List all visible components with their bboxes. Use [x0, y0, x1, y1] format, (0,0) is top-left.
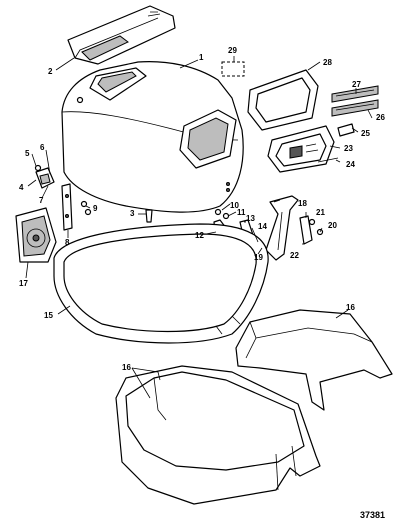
callout-29: 29: [228, 46, 237, 55]
callout-18: 18: [298, 199, 307, 208]
callout-28: 28: [323, 58, 332, 67]
callout-17: 17: [19, 279, 28, 288]
callout-25: 25: [361, 129, 370, 138]
callout-14: 14: [258, 222, 267, 231]
latch-housing-part: [267, 125, 335, 173]
callout-22: 22: [290, 251, 299, 260]
lower-cowl-upper-part: [235, 309, 393, 411]
lower-cowl-pan-part: [115, 365, 321, 505]
callout-23: 23: [344, 144, 353, 153]
callout-16-lower: 16: [122, 363, 131, 372]
leader-lines: [25, 56, 373, 399]
seal-part: [53, 223, 269, 344]
callout-15: 15: [44, 311, 53, 320]
cover-plate-part: [15, 207, 57, 263]
callout-5: 5: [25, 149, 30, 158]
callout-27: 27: [352, 80, 361, 89]
callout-12: 12: [195, 231, 204, 240]
callout-21: 21: [316, 208, 325, 217]
callout-1: 1: [199, 53, 204, 62]
pin-part: [317, 157, 339, 163]
plug-part: [337, 123, 355, 137]
callout-13: 13: [246, 214, 255, 223]
callout-3: 3: [130, 209, 135, 218]
screw-part: [145, 209, 153, 223]
callout-16-upper: 16: [346, 303, 355, 312]
decal-outline-part: [221, 61, 245, 77]
bracket-part: [265, 195, 324, 261]
callout-11: 11: [237, 208, 246, 217]
callout-7: 7: [39, 196, 44, 205]
callout-24: 24: [346, 160, 355, 169]
figure-number: 37381: [360, 510, 385, 520]
window-frame-part: [247, 69, 319, 131]
callout-8: 8: [65, 238, 70, 247]
callout-4: 4: [19, 183, 24, 192]
callout-19: 19: [254, 253, 263, 262]
vent-cover-part: [67, 5, 176, 65]
callout-10: 10: [230, 201, 239, 210]
callout-labels: 1 2 3 4 5 6 7 8 9 10 11 12 13 14 15 16 1…: [19, 46, 385, 520]
top-cowl-part: [61, 61, 244, 213]
callout-9: 9: [93, 204, 98, 213]
callout-6: 6: [40, 143, 45, 152]
callout-2: 2: [48, 67, 53, 76]
callout-20: 20: [328, 221, 337, 230]
callout-26: 26: [376, 113, 385, 122]
left-latch-hardware: [34, 164, 92, 231]
decal-stripes-part: [331, 85, 379, 117]
